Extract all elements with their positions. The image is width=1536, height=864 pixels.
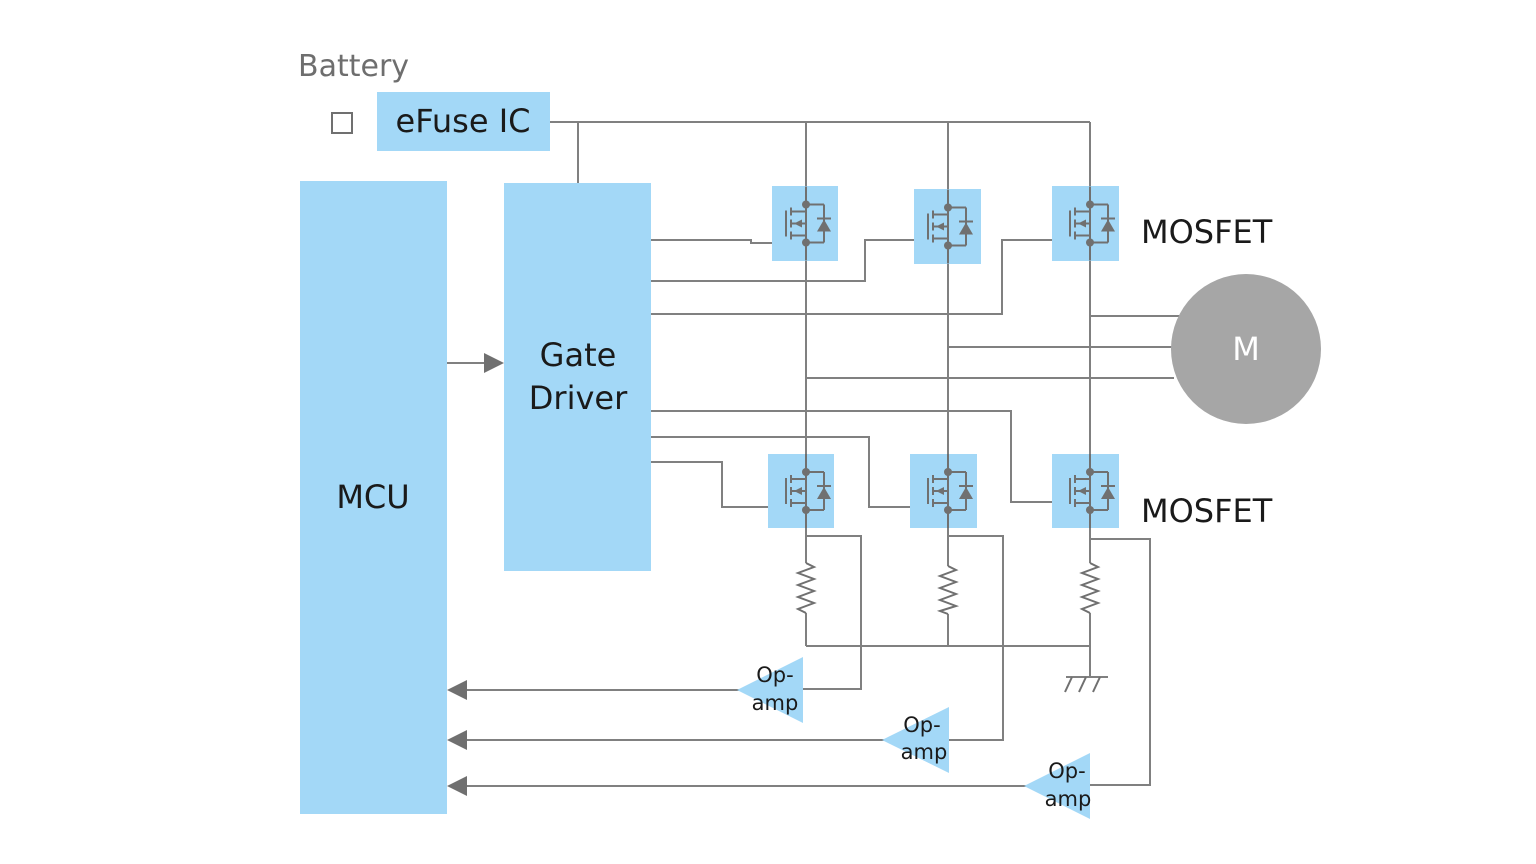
mcu-input-arrow-3 bbox=[447, 776, 467, 796]
efuse-ic-block bbox=[377, 92, 550, 151]
low-side-gate-wires bbox=[651, 410, 1066, 508]
opamp-3-label-line2: amp bbox=[1045, 787, 1092, 811]
power-rail-wires bbox=[550, 121, 1091, 189]
mcu-input-arrow-1 bbox=[447, 680, 467, 700]
gate-driver-label-line2: Driver bbox=[529, 379, 628, 417]
opamp-1-label-line1: Op- bbox=[756, 663, 793, 687]
mosfet-high-label: MOSFET bbox=[1141, 213, 1273, 251]
motor-label: M bbox=[1232, 330, 1260, 368]
mcu-input-arrow-2 bbox=[447, 730, 467, 750]
high-side-gate-wires bbox=[651, 239, 1066, 315]
shunt-resistor-1 bbox=[795, 562, 817, 614]
sense-wires bbox=[798, 528, 1151, 786]
mosfet-low-label: MOSFET bbox=[1141, 492, 1273, 530]
opamp-2 bbox=[882, 707, 949, 773]
opamp-2-label-line2: amp bbox=[901, 740, 948, 764]
gate-driver-block bbox=[504, 183, 651, 571]
mcu-block bbox=[300, 181, 447, 814]
shunt-resistor-3 bbox=[1079, 562, 1101, 614]
opamp-1-label-line2: amp bbox=[752, 691, 799, 715]
motor-circle bbox=[1171, 274, 1321, 424]
gate-driver-label-line1: Gate bbox=[540, 336, 617, 374]
battery-label: Battery bbox=[298, 49, 409, 84]
efuse-ic-label: eFuse IC bbox=[396, 102, 531, 140]
mcu-label: MCU bbox=[336, 478, 409, 516]
opamp-output-wires bbox=[466, 689, 1026, 787]
shunt-resistor-2 bbox=[936, 565, 960, 615]
opamp-2-label-line1: Op- bbox=[903, 713, 940, 737]
opamp-3 bbox=[1024, 753, 1090, 819]
opamp-3-label-line1: Op- bbox=[1048, 759, 1085, 783]
battery-terminal bbox=[331, 112, 353, 134]
opamp-1 bbox=[737, 657, 803, 723]
mcu-to-driver-arrow bbox=[484, 353, 504, 373]
phase-leg-wires bbox=[805, 261, 1180, 454]
